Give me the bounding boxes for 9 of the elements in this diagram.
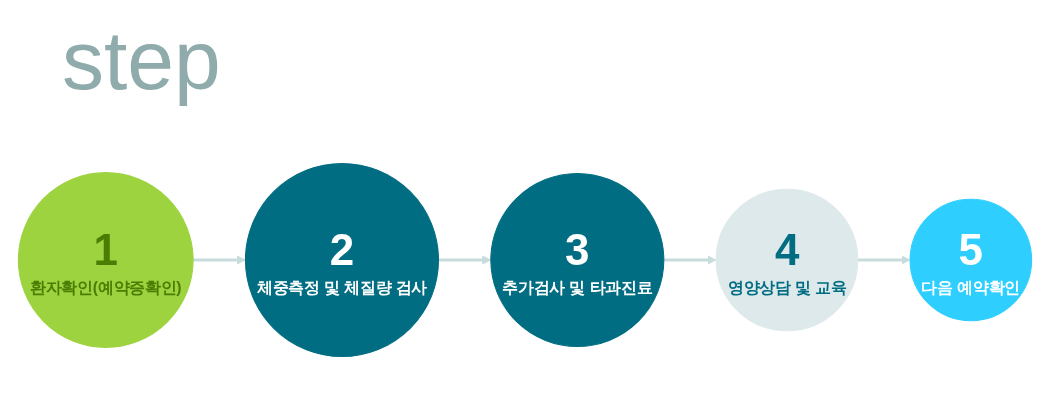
- node-circle: 3 추가검사 및 타과진료: [490, 172, 665, 348]
- node-circle: 5 다음 예약확인: [909, 198, 1033, 322]
- arrow: [193, 255, 246, 265]
- node-circle: 2 체중측정 및 체질량 검사: [244, 162, 440, 358]
- node-circle: 1 환자확인(예약증확인): [17, 172, 194, 348]
- node-circle: 4 영양상담 및 교육: [715, 188, 859, 332]
- arrow: [857, 255, 911, 265]
- arrow: [663, 255, 717, 265]
- arrow: [438, 255, 492, 265]
